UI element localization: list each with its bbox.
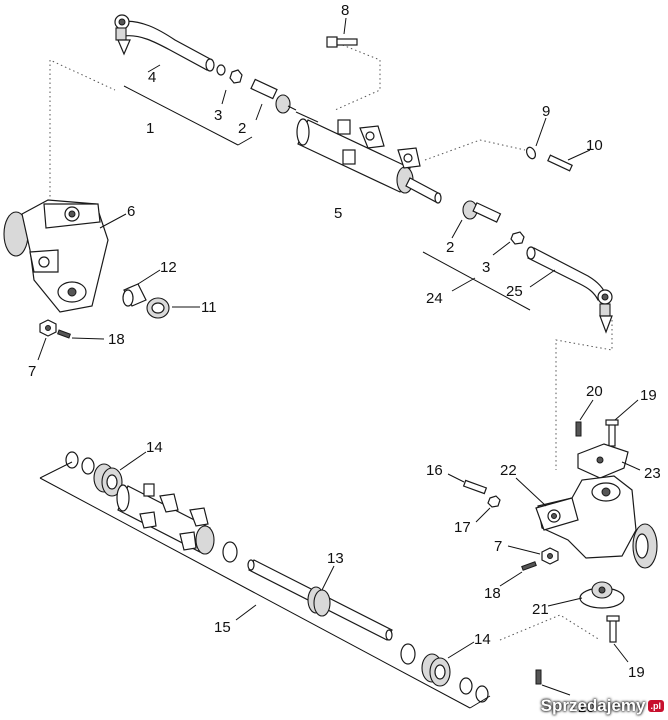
oring-cylinder-right [222, 541, 238, 563]
steering-knuckle-right [535, 475, 658, 569]
watermark-logo: Sprzedajemy.pl [541, 696, 664, 716]
bolt-10 [547, 154, 573, 172]
nut-17 [487, 495, 501, 508]
bolt-16 [462, 479, 488, 495]
leader-24 [422, 251, 531, 311]
cylinder-barrel [116, 483, 215, 555]
part-number-11: 11 [201, 299, 217, 316]
tie-rod-right-nut [510, 231, 525, 245]
piston-rod-13 [247, 559, 393, 641]
bolt-20-top [575, 421, 582, 437]
part-number-6: 6 [127, 203, 135, 220]
part-number-19b: 19 [628, 664, 645, 681]
tie-rod-left-joint [250, 78, 297, 114]
part-number-20: 20 [586, 383, 603, 400]
part-number-14: 14 [146, 439, 163, 456]
part-number-1: 1 [146, 120, 154, 137]
part-number-20b: 20 [578, 699, 595, 716]
part-number-16: 16 [426, 462, 443, 479]
cover-23 [577, 443, 629, 479]
part-number-10: 10 [586, 137, 603, 154]
part-number-7b: 7 [494, 538, 502, 555]
part-number-25: 25 [506, 283, 523, 300]
leader-1 [123, 85, 239, 146]
bolt-20-bottom [535, 669, 542, 685]
bushing-12 [122, 283, 147, 307]
part-number-7: 7 [28, 363, 36, 380]
seal-14-right [421, 653, 451, 687]
seal-14-left [93, 463, 123, 497]
tie-rod-left-tube [114, 14, 215, 72]
part-number-18: 18 [108, 331, 125, 348]
bolt-19-top [605, 419, 619, 447]
part-number-5: 5 [334, 205, 342, 222]
part-number-17: 17 [454, 519, 471, 536]
watermark-badge: .pl [647, 700, 664, 712]
seal-11 [146, 297, 170, 319]
watermark-text: Sprzedajemy [540, 696, 646, 715]
tie-rod-right-tube [526, 246, 613, 334]
part-number-3b: 3 [482, 259, 490, 276]
guide-line [49, 59, 116, 210]
steering-cylinder-top [295, 111, 442, 204]
washer-9 [525, 146, 537, 160]
part-number-13: 13 [327, 550, 344, 567]
oring-lower-right [400, 643, 416, 665]
tie-rod-right-joint [462, 200, 502, 223]
part-number-2: 2 [238, 120, 246, 137]
part-number-24: 24 [426, 290, 443, 307]
part-number-23: 23 [644, 465, 661, 482]
part-number-19: 19 [640, 387, 657, 404]
part-number-12: 12 [160, 259, 177, 276]
part-number-18b: 18 [484, 585, 501, 602]
part-number-2b: 2 [446, 239, 454, 256]
pin-18-right [521, 561, 537, 571]
kingpin-cap-21 [579, 581, 625, 609]
steering-knuckle-left [3, 199, 109, 313]
part-number-9: 9 [542, 103, 550, 120]
part-number-8: 8 [341, 2, 349, 19]
part-number-3: 3 [214, 107, 222, 124]
bolt-8 [326, 36, 358, 48]
pin-18-left [57, 329, 71, 339]
orings-right-lower [459, 677, 489, 703]
tie-rod-left-nut [216, 64, 243, 84]
part-number-14b: 14 [474, 631, 491, 648]
part-number-21: 21 [532, 601, 549, 618]
bolt-19-bottom [606, 615, 620, 643]
nut-7-right [541, 547, 559, 565]
part-number-4: 4 [148, 69, 156, 86]
leader-15 [39, 477, 471, 709]
part-number-15: 15 [214, 619, 231, 636]
nut-7-left [39, 319, 57, 337]
part-number-22: 22 [500, 462, 517, 479]
